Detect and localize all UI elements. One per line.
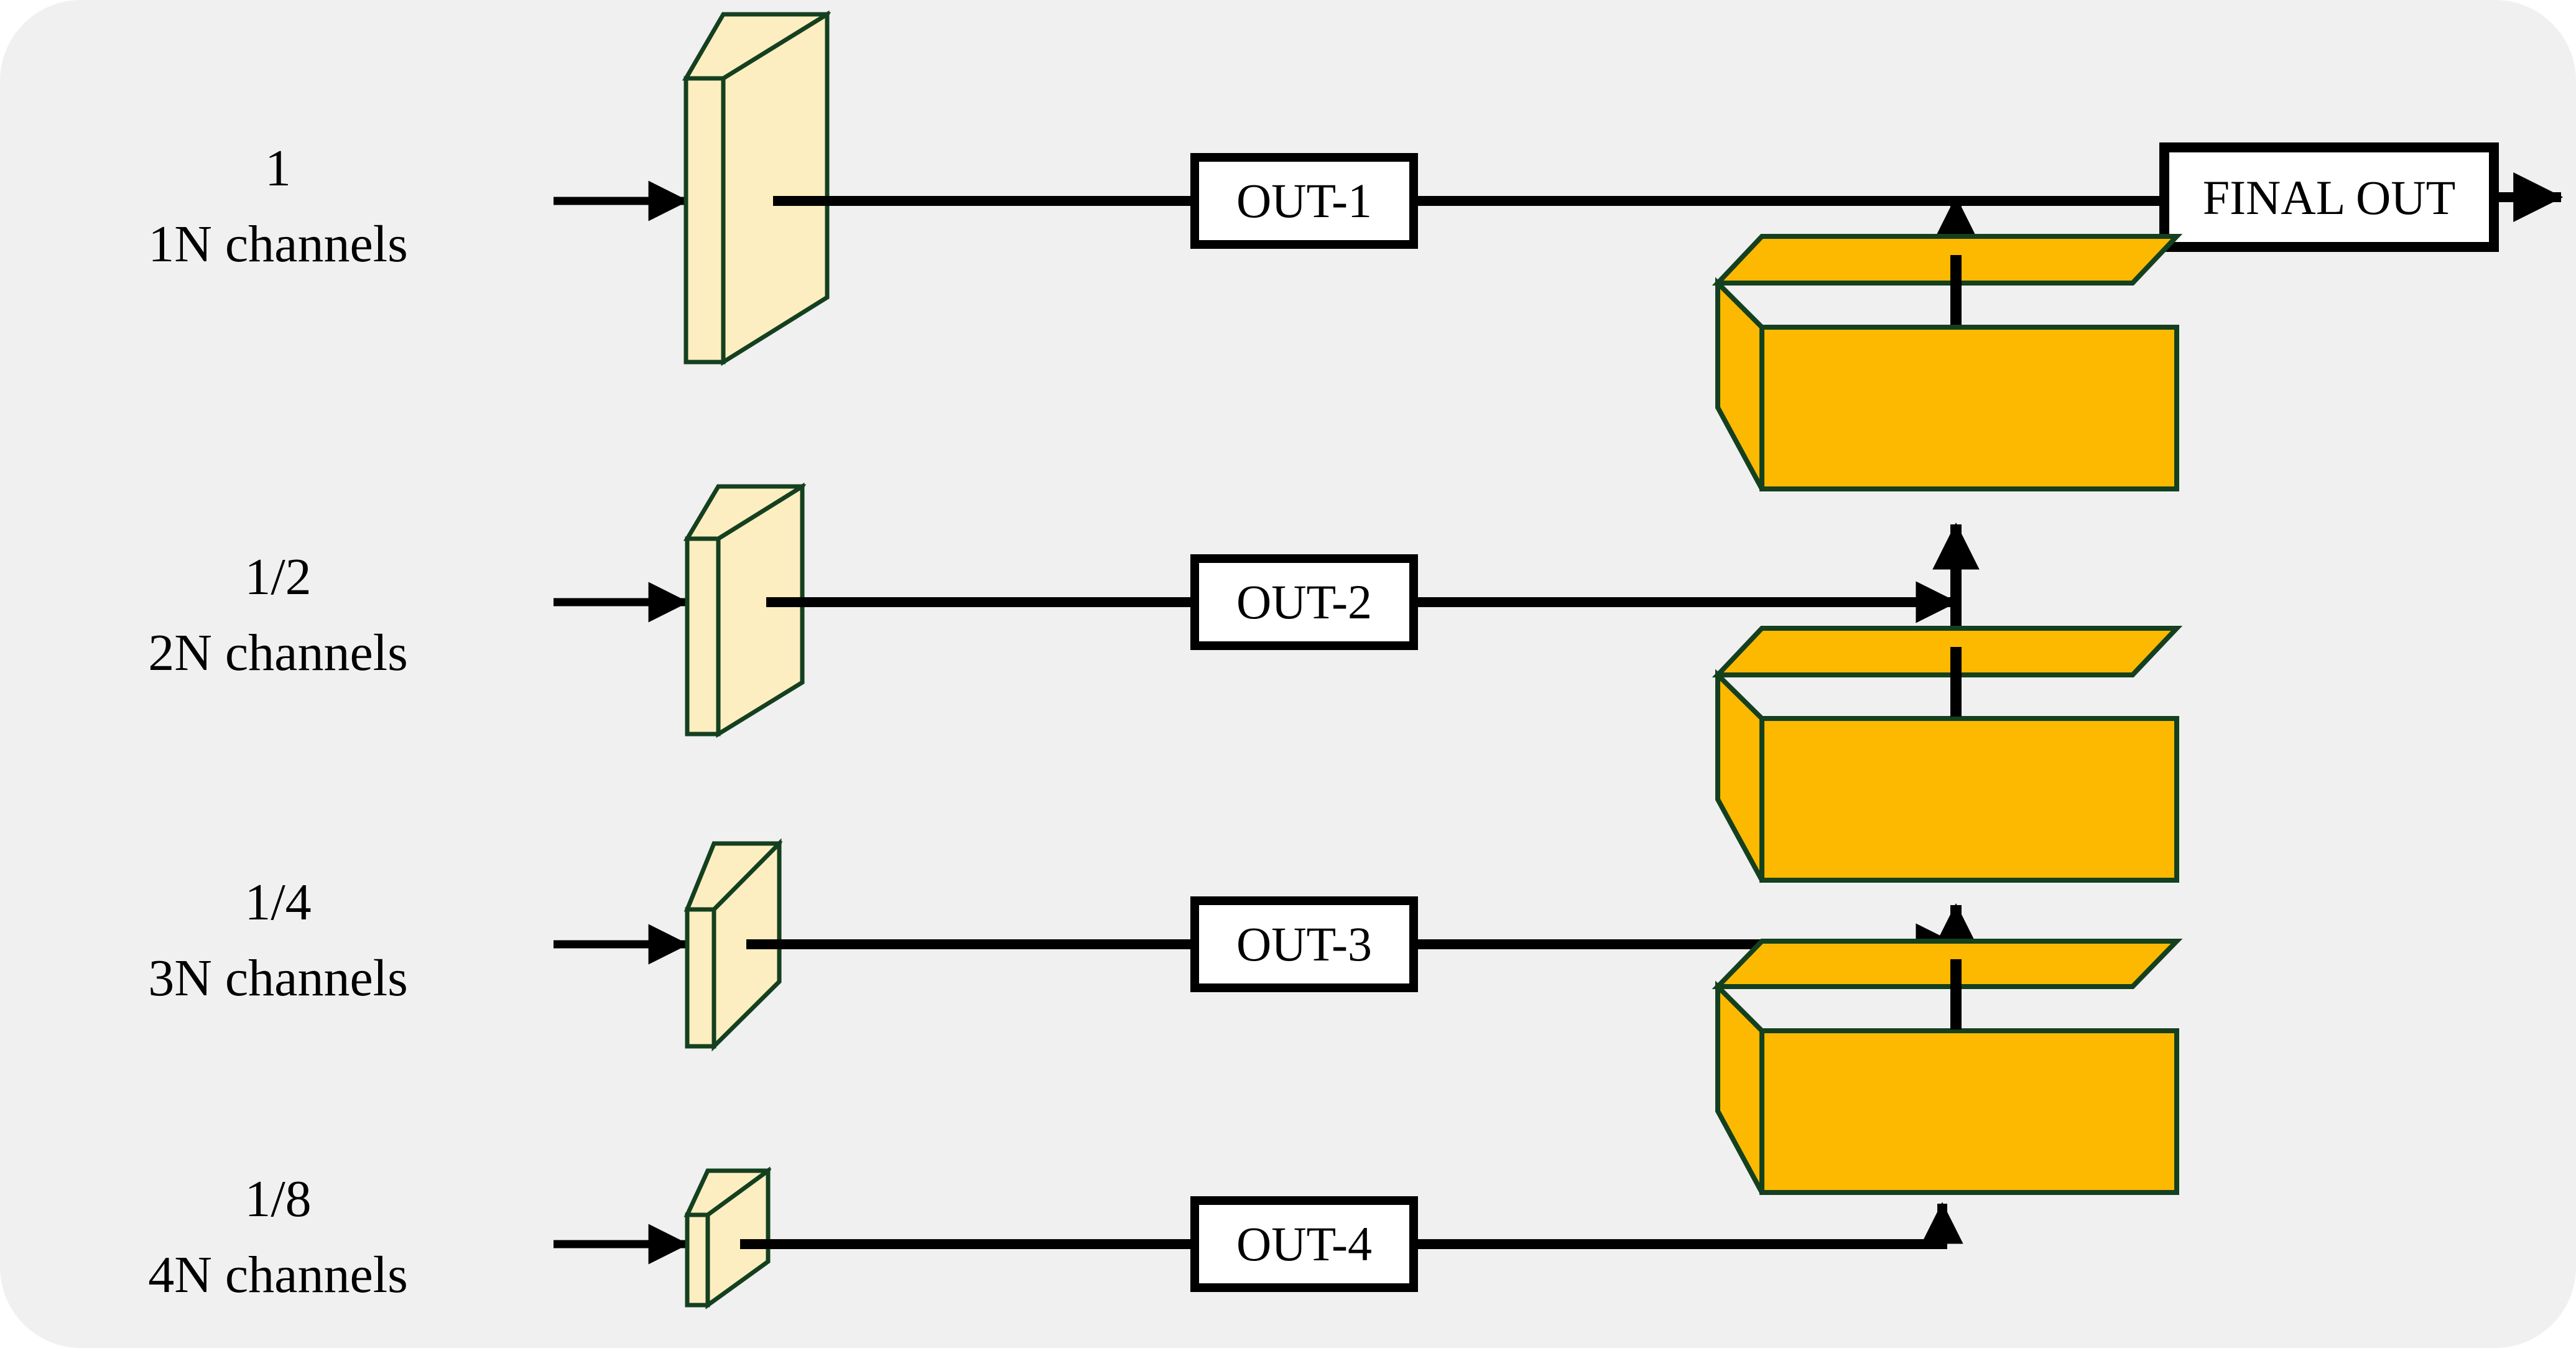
fusion-block-2-top-face (1712, 626, 2183, 677)
row-2-slab-front-face (716, 482, 805, 738)
fusion-block-1[interactable] (1712, 234, 2183, 491)
row-3-out-box-label: OUT-3 (1236, 917, 1372, 971)
row-3-slab-left-face (685, 907, 716, 1049)
row-4-scale-label: 1/8 (244, 1170, 311, 1228)
row-1-slab-left-face (683, 76, 726, 365)
row-2-out-box[interactable]: OUT-2 (1190, 554, 1418, 650)
row-1: 1 1N channels OUT-1 (148, 10, 2164, 366)
fusion-block-1-top-face (1712, 234, 2183, 286)
row-4-out-box-label: OUT-4 (1236, 1217, 1372, 1271)
row-1-out-box[interactable]: OUT-1 (1190, 153, 1418, 249)
fusion-block-2[interactable] (1712, 626, 2183, 883)
fusion-block-3-top-face (1712, 939, 2183, 989)
row-4-out-box-rect[interactable] (1190, 1196, 1418, 1292)
row-2-slab-left-face (685, 536, 721, 737)
row-4: 1/8 4N channels OUT-4 (148, 1166, 1963, 1309)
row-2-channels-label: 2N channels (148, 624, 408, 682)
fusion-block-2-front-face (1759, 716, 2179, 883)
final-out-label: FINAL OUT (2203, 170, 2456, 225)
row-1-scale-label: 1 (265, 139, 291, 197)
row-4-channels-label: 4N channels (148, 1246, 408, 1304)
fusion-block-3[interactable] (1712, 939, 2183, 1195)
row-4-slab-left-face (685, 1212, 710, 1308)
row-3-scale-label: 1/4 (244, 873, 311, 931)
row-2-scale-label: 1/2 (244, 548, 311, 606)
row-4-out-path-right-up (1414, 1202, 1963, 1249)
row-3-channels-label: 3N channels (148, 949, 408, 1007)
fusion-block-3-front-face (1759, 1028, 2179, 1195)
row-1-out-box-label: OUT-1 (1236, 174, 1372, 228)
row-2: 1/2 2N channels OUT-2 (148, 482, 1958, 738)
row-4-out-box[interactable]: OUT-4 (1190, 1196, 1418, 1292)
row-4-slab-front-face (705, 1166, 771, 1309)
final-out-group[interactable]: FINAL OUT (2159, 142, 2564, 252)
row-1-feature-slab (682, 10, 832, 366)
row-1-channels-label: 1N channels (148, 215, 408, 273)
row-4-feature-slab (683, 1166, 772, 1309)
row-3-out-box[interactable]: OUT-3 (1190, 896, 1418, 992)
row-2-out-box-label: OUT-2 (1236, 575, 1372, 629)
row-1-slab-front-face (721, 10, 830, 366)
row-2-feature-slab (683, 482, 807, 738)
fusion-block-1-front-face (1759, 325, 2179, 491)
